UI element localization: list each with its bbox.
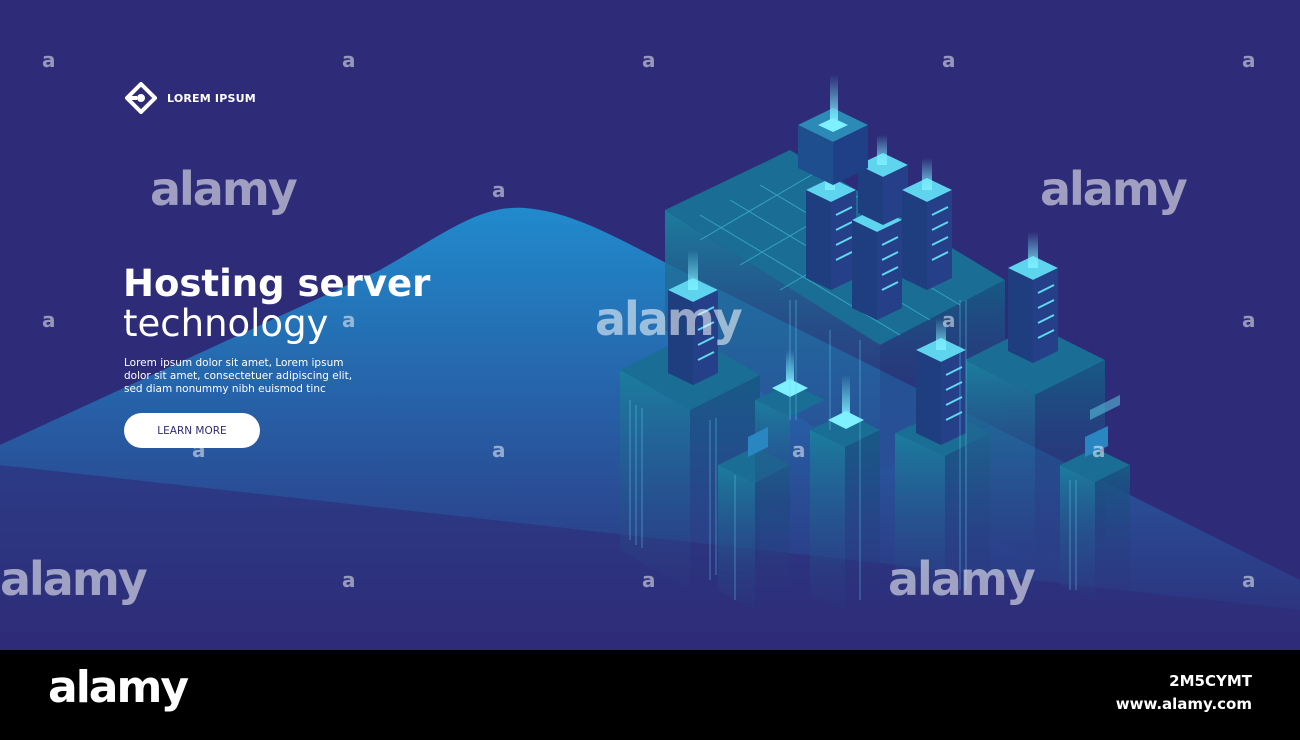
learn-more-button[interactable]: LEARN MORE	[124, 413, 260, 448]
hero-description-line: sed diam nonummy nibh euismod tinc	[124, 383, 326, 395]
brand-logo-icon	[125, 82, 157, 114]
watermark-text: alamy	[888, 552, 1036, 606]
watermark-letter: a	[642, 568, 656, 592]
watermark-text: alamy	[0, 552, 148, 606]
watermark-letter: a	[942, 308, 956, 332]
brand-logo[interactable]: LOREM IPSUM	[125, 82, 256, 114]
watermark-letter: a	[1242, 308, 1256, 332]
watermark-text: alamy	[150, 162, 298, 216]
watermark-letter: a	[342, 48, 356, 72]
footer-logo: alamy	[48, 662, 189, 713]
hero-title: Hosting server	[123, 262, 431, 305]
watermark-letter: a	[492, 438, 506, 462]
watermark-letter: a	[792, 438, 806, 462]
watermark-letter: a	[1242, 568, 1256, 592]
server-illustration	[620, 75, 1130, 610]
hero-description-line: dolor sit amet, consectetuer adipiscing …	[124, 370, 353, 382]
watermark-letter: a	[42, 48, 56, 72]
watermark-letter: a	[342, 568, 356, 592]
watermark-letter: a	[492, 178, 506, 202]
hero-subtitle: technology	[123, 302, 329, 345]
hero-banner: LOREM IPSUM Hosting server technology Lo…	[0, 0, 1300, 650]
watermark-letter: a	[1092, 438, 1106, 462]
watermark-letter: a	[642, 48, 656, 72]
watermark-letter: a	[1242, 48, 1256, 72]
watermark-text: alamy	[1040, 162, 1188, 216]
footer-url[interactable]: www.alamy.com	[1115, 695, 1252, 713]
watermark-letter: a	[42, 308, 56, 332]
watermark-letter: a	[192, 438, 206, 462]
watermark-letter: a	[342, 308, 356, 332]
watermark-text: alamy	[595, 292, 743, 346]
image-id: 2M5CYMT	[1169, 672, 1252, 690]
hero-description-line: Lorem ipsum dolor sit amet, Lorem ipsum	[124, 357, 344, 369]
brand-name: LOREM IPSUM	[167, 91, 256, 105]
hero-description: Lorem ipsum dolor sit amet, Lorem ipsum …	[124, 357, 374, 396]
footer-bar	[0, 650, 1300, 740]
watermark-letter: a	[942, 48, 956, 72]
